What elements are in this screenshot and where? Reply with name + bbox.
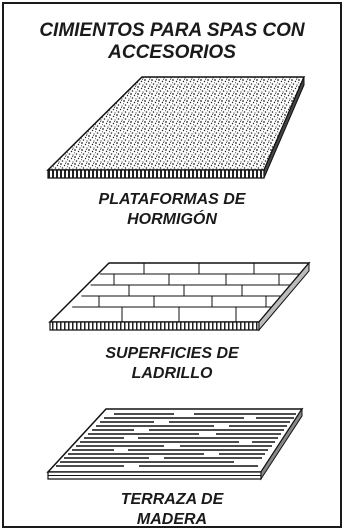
concrete-slab-illustration — [46, 76, 306, 179]
brick-caption-line-1: SUPERFICIES DE — [105, 345, 239, 362]
diagram-title: CIMIENTOS PARA SPAS CON ACCESORIOS — [4, 20, 340, 64]
concrete-caption-line-2: HORMIGÓN — [127, 211, 217, 228]
brick-caption-line-2: LADRILLO — [131, 365, 213, 382]
wood-deck-illustration — [46, 407, 304, 481]
title-line-2: ACCESORIOS — [108, 42, 236, 63]
wood-caption-line-1: TERRAZA DE — [120, 491, 224, 508]
wood-caption-line-2: MADERA — [136, 511, 208, 528]
brick-slab-illustration — [48, 261, 311, 332]
concrete-caption: PLATAFORMAS DE HORMIGÓN — [4, 190, 340, 230]
brick-caption: SUPERFICIES DE LADRILLO — [4, 344, 340, 384]
wood-caption: TERRAZA DE MADERA — [4, 490, 340, 528]
title-line-1: CIMIENTOS PARA SPAS CON — [39, 20, 305, 41]
concrete-caption-line-1: PLATAFORMAS DE — [98, 191, 246, 208]
